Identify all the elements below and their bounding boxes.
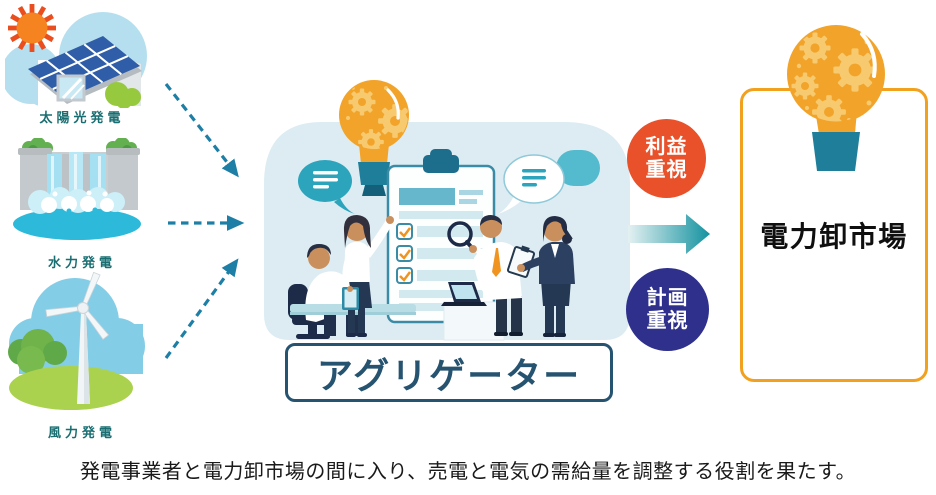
caption: 発電事業者と電力卸市場の間に入り、売電と電気の需給量を調整する役割を果たす。 xyxy=(79,461,857,483)
person-suit-woman xyxy=(506,216,575,337)
speech-bubble-blob xyxy=(556,150,600,186)
person-man-magnifier xyxy=(447,215,523,336)
hydro-power-icon xyxy=(13,138,141,240)
plan-badge-line1: 計画 xyxy=(646,286,689,309)
wind-power-icon xyxy=(8,272,145,410)
right-arrow-icon xyxy=(628,214,710,254)
lightbulb-gears-icon xyxy=(339,80,409,196)
bushes-icon xyxy=(8,329,67,374)
market-label: 電力卸市場 xyxy=(760,221,908,252)
wind-turbine xyxy=(45,272,110,404)
label-solar: 太陽光発電 xyxy=(39,110,125,125)
label-hydro: 水力発電 xyxy=(47,255,116,270)
speech-bubble-right xyxy=(498,154,565,214)
plan-badge: 計画 重視 xyxy=(626,268,709,351)
aggregator-label: アグリゲーター xyxy=(316,354,582,396)
solar-power-icon xyxy=(5,4,147,108)
aggregator-box: アグリゲーター xyxy=(285,343,613,402)
profit-badge: 利益 重視 xyxy=(627,119,706,198)
bush-icon xyxy=(105,82,141,108)
dashed-arrow-icon xyxy=(164,83,245,359)
lightbulb-gears-icon xyxy=(787,25,885,171)
profit-badge-line1: 利益 xyxy=(645,135,688,158)
profit-badge-line2: 重視 xyxy=(645,158,688,181)
plan-badge-line2: 重視 xyxy=(646,309,689,332)
foam xyxy=(28,187,125,214)
speech-bubble-left xyxy=(298,160,355,214)
person-standing-woman xyxy=(342,215,394,337)
label-wind: 風力発電 xyxy=(47,425,116,440)
sun-icon xyxy=(8,4,56,52)
aggregator-illustration xyxy=(264,80,630,341)
